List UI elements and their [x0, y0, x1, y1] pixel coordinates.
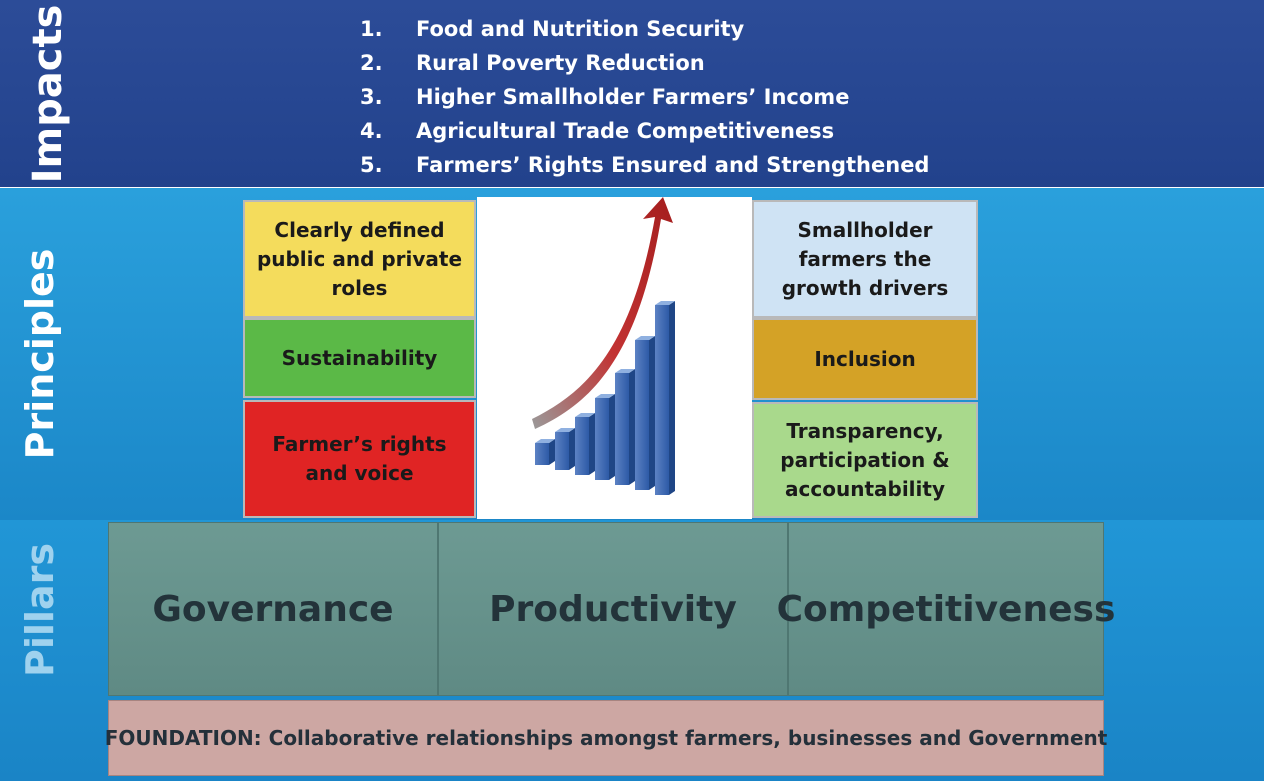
impact-item: 1. Food and Nutrition Security [350, 12, 929, 46]
principles-section: Principles Clearly defined public and pr… [0, 188, 1264, 520]
impact-text: Agricultural Trade Competitiveness [416, 119, 835, 143]
impacts-title: Impacts [25, 4, 71, 184]
impact-number: 3. [360, 85, 383, 109]
pillar-competitiveness: Competitiveness [777, 522, 1115, 696]
principles-title: Principles [18, 248, 62, 460]
pillar-productivity: Productivity [438, 522, 788, 696]
principle-clearly-defined-roles: Clearly defined public and private roles [243, 200, 476, 318]
principle-transparency: Transparency, participation & accountabi… [752, 402, 978, 518]
impact-number: 1. [360, 17, 383, 41]
foundation-bar: FOUNDATION: Collaborative relationships … [105, 700, 1107, 776]
pillars-title: Pillars [18, 543, 62, 677]
pillar-governance: Governance [108, 522, 438, 696]
impact-text: Farmers’ Rights Ensured and Strengthened [416, 153, 930, 177]
impact-number: 4. [360, 119, 383, 143]
impact-item: 2. Rural Poverty Reduction [350, 46, 929, 80]
impact-item: 5. Farmers’ Rights Ensured and Strengthen… [350, 148, 929, 182]
impacts-section: Impacts 1. Food and Nutrition Security 2.… [0, 0, 1264, 187]
impact-number: 5. [360, 153, 383, 177]
principle-farmers-rights: Farmer’s rights and voice [243, 400, 476, 518]
pillars-section: Pillars Governance Productivity Competit… [0, 520, 1264, 781]
impact-number: 2. [360, 51, 383, 75]
growth-chart-icon [477, 197, 752, 519]
impact-list: 1. Food and Nutrition Security 2. Rural Po… [350, 12, 929, 182]
impact-text: Rural Poverty Reduction [416, 51, 705, 75]
impact-item: 4. Agricultural Trade Competitiveness [350, 114, 929, 148]
impact-item: 3. Higher Smallholder Farmers’ Income [350, 80, 929, 114]
principle-smallholder-growth-drivers: Smallholder farmers the growth drivers [752, 200, 978, 318]
principle-sustainability: Sustainability [243, 318, 476, 398]
impact-text: Food and Nutrition Security [416, 17, 745, 41]
impact-text: Higher Smallholder Farmers’ Income [416, 85, 850, 109]
principle-inclusion: Inclusion [752, 318, 978, 400]
